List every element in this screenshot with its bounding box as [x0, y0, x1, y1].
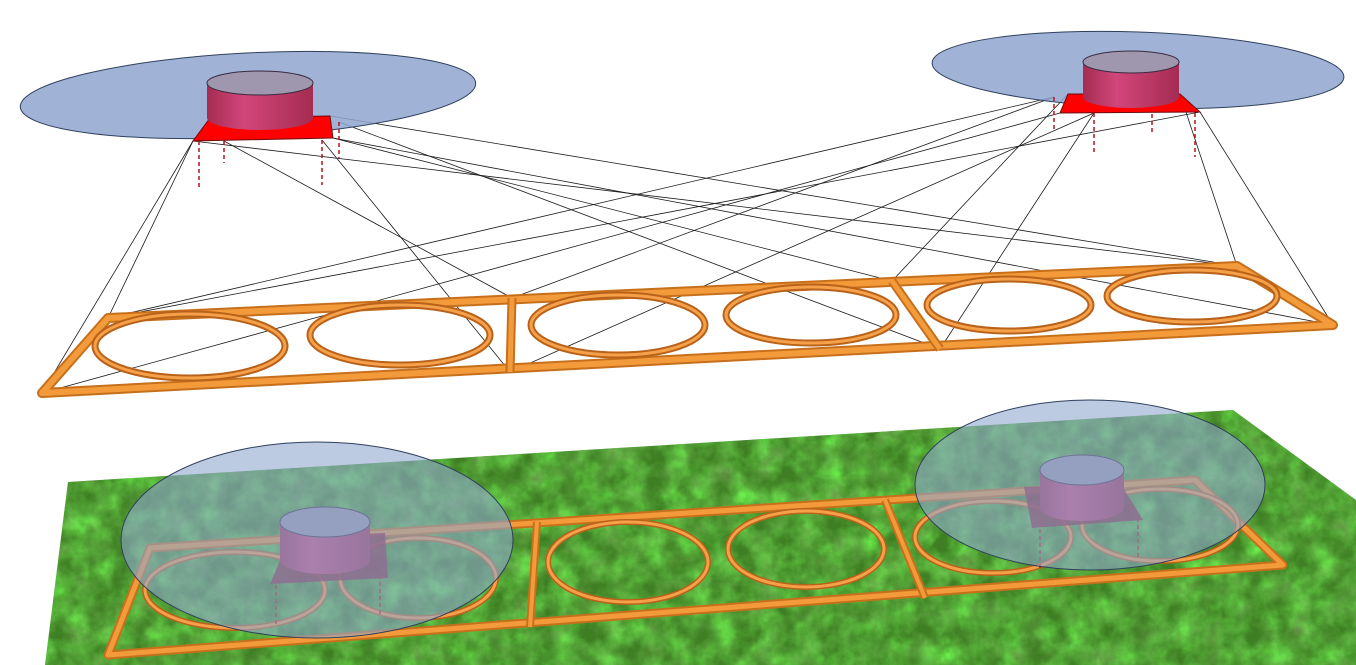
disc-icon — [120, 441, 514, 639]
support-wire — [329, 115, 1238, 267]
support-wire — [223, 140, 513, 299]
support-wire — [107, 140, 194, 319]
support-wire — [891, 93, 1069, 282]
cylinder-top — [1082, 50, 1180, 74]
lower-right-unit — [914, 399, 1266, 571]
upper-rings — [91, 266, 1281, 382]
ring-icon — [546, 520, 710, 604]
upper-left-unit — [19, 50, 477, 190]
upper-frame-divider-2-light — [889, 279, 943, 351]
ring-icon — [1105, 268, 1279, 324]
support-wire — [107, 111, 1201, 319]
lower-left-unit — [120, 441, 514, 639]
support-wire — [1179, 93, 1238, 267]
lower-frame-outline-light — [105, 477, 1286, 658]
ring-icon — [724, 285, 898, 345]
upper-frame-divider-1-light — [507, 297, 515, 373]
cylinder-icon — [1083, 62, 1179, 108]
lower-frame-divider-2-light — [883, 499, 927, 599]
support-wires — [41, 93, 1334, 394]
support-wire — [332, 137, 893, 282]
lower-frame-divider-1-light — [528, 521, 539, 628]
lower-frame — [103, 475, 1288, 660]
support-wire — [107, 96, 1055, 319]
ground-scene — [45, 399, 1356, 665]
support-wire — [41, 112, 1061, 394]
ring-icon — [726, 509, 886, 589]
cylinder-top — [206, 70, 314, 96]
disc-icon — [914, 399, 1266, 571]
support-wire — [41, 140, 194, 394]
ring-icon — [925, 277, 1093, 333]
support-wire — [332, 137, 1334, 326]
upper-frame-outline-light — [39, 263, 1336, 396]
ring-icon — [93, 312, 287, 380]
support-wire — [511, 96, 1055, 299]
support-wire — [321, 139, 511, 373]
support-wire — [1199, 111, 1334, 326]
ring-icon — [308, 303, 492, 367]
ring-icon — [529, 293, 707, 357]
cylinder-icon — [207, 83, 313, 130]
upper-frame — [37, 261, 1338, 398]
support-wire — [338, 121, 941, 350]
support-wire — [939, 112, 1095, 350]
upper-right-unit — [931, 30, 1345, 157]
support-wire — [509, 112, 1095, 373]
